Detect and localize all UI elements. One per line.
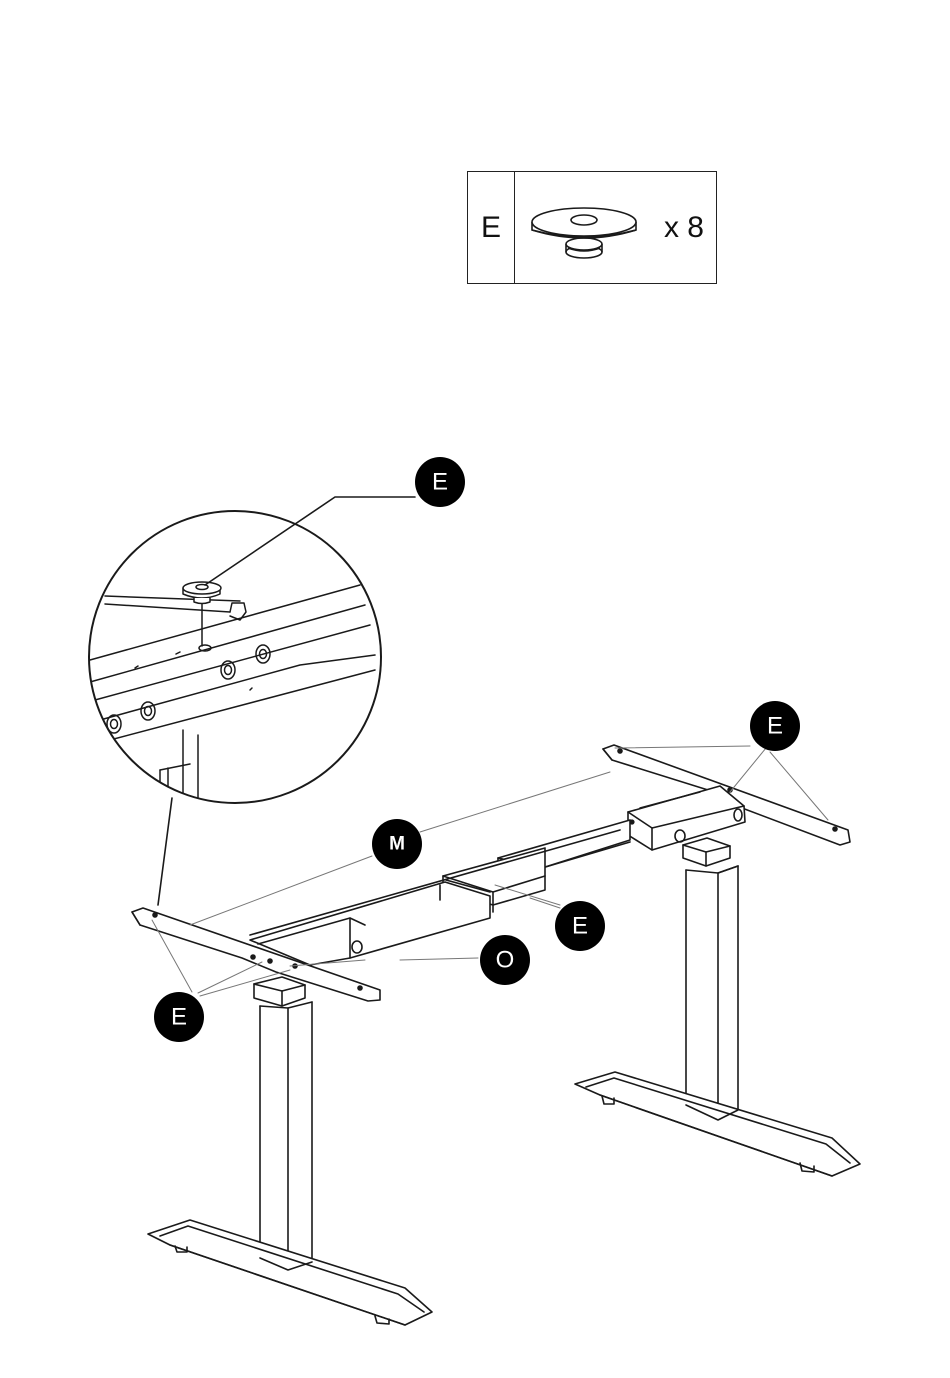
callout-left-crossbar-e-label: E — [171, 1004, 187, 1031]
detail-magnifier — [89, 511, 381, 905]
callout-m: M — [372, 819, 422, 869]
callout-detail-e-label: E — [432, 469, 448, 496]
callout-right-crossbar-e-label: E — [767, 713, 783, 740]
right-leg — [575, 838, 860, 1176]
callout-middle-e: E — [555, 901, 605, 951]
callout-middle-e-label: E — [572, 913, 588, 940]
callout-m-label: M — [389, 834, 405, 855]
callout-left-crossbar-e: E — [154, 992, 204, 1042]
callout-right-crossbar-e: E — [750, 701, 800, 751]
callout-o-label: O — [496, 947, 515, 974]
callout-o: O — [480, 935, 530, 985]
callout-detail-e: E — [415, 457, 465, 507]
